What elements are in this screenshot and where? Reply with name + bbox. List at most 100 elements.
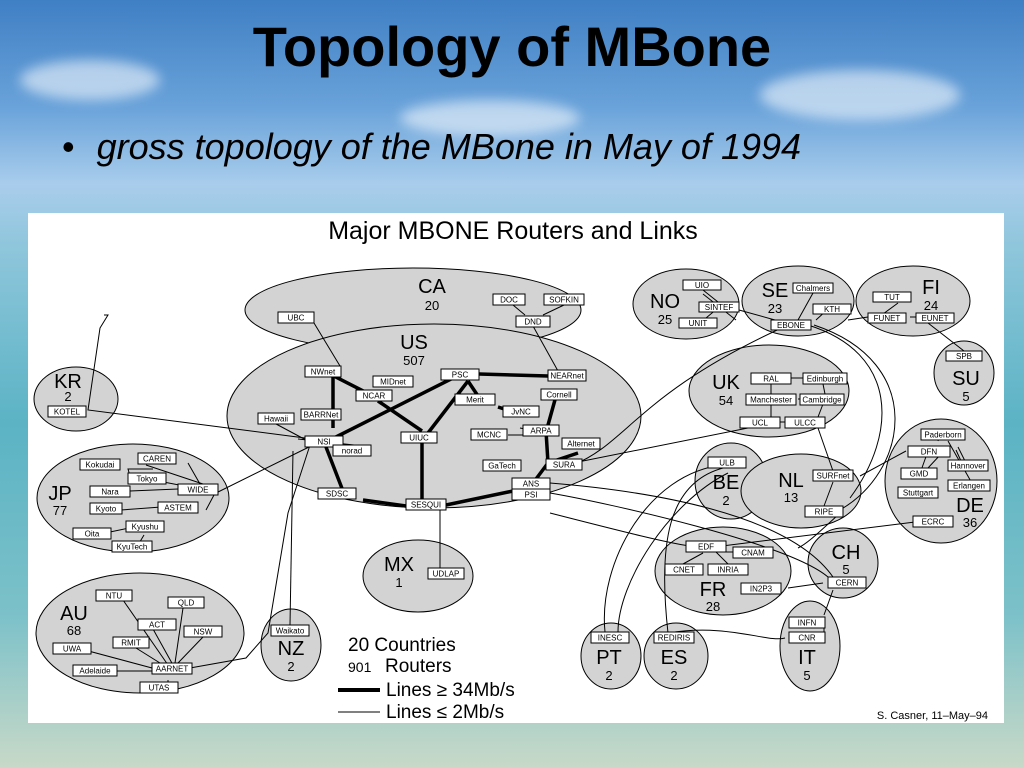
region-count: 13 bbox=[784, 490, 798, 505]
router-label: UIUC bbox=[409, 434, 429, 443]
router-box bbox=[511, 488, 551, 501]
router-label: UDLAP bbox=[433, 570, 460, 579]
router-ucl: UCL bbox=[739, 416, 781, 429]
router-funet: FUNET bbox=[867, 312, 907, 324]
router-box bbox=[561, 437, 601, 450]
router-box bbox=[543, 293, 585, 306]
router-label: TUT bbox=[884, 293, 900, 302]
router-box bbox=[257, 412, 295, 425]
mbone-diagram: Major MBONE Routers and Links CA 20 US 5… bbox=[33, 217, 998, 723]
router-box bbox=[788, 616, 826, 629]
router-label: ASTEM bbox=[164, 504, 192, 513]
router-label: CNAM bbox=[741, 549, 765, 558]
router-midnet: MIDnet bbox=[372, 375, 414, 388]
router-label: INFN bbox=[798, 619, 817, 628]
router-label: Cambridge bbox=[802, 396, 842, 405]
router-label: Chalmers bbox=[796, 284, 830, 293]
router-ripe: RIPE bbox=[804, 505, 844, 518]
router-label: DOC bbox=[500, 296, 518, 305]
region-name: UK bbox=[712, 372, 740, 394]
router-uio: UIO bbox=[682, 279, 722, 291]
router-unit: UNIT bbox=[678, 317, 718, 329]
router-ncar: NCAR bbox=[355, 389, 393, 402]
router-astem: ASTEM bbox=[157, 501, 199, 514]
router-edinburgh: Edinburgh bbox=[802, 372, 848, 385]
router-box bbox=[332, 444, 372, 457]
router-box bbox=[545, 458, 583, 471]
router-nsi: NSI bbox=[304, 435, 344, 448]
router-label: REDIRIS bbox=[658, 634, 690, 643]
router-box bbox=[440, 368, 480, 381]
router-box bbox=[492, 293, 526, 306]
router-ntu: NTU bbox=[95, 589, 133, 602]
region-count: 25 bbox=[658, 312, 672, 327]
region-count: 2 bbox=[287, 659, 294, 674]
region-count: 23 bbox=[768, 301, 782, 316]
router-label: NCAR bbox=[363, 392, 386, 401]
router-label: Tokyo bbox=[137, 475, 158, 484]
router-label: BARRNet bbox=[304, 411, 339, 420]
router-box bbox=[372, 375, 414, 388]
router-box bbox=[685, 540, 727, 553]
router-dnd: DND bbox=[515, 315, 551, 328]
router-kyoto: Kyoto bbox=[89, 502, 123, 515]
router-box bbox=[482, 459, 522, 472]
router-label: CERN bbox=[836, 579, 859, 588]
region-name: CA bbox=[418, 276, 446, 298]
region-count: 2 bbox=[670, 668, 677, 683]
legend-thick-label: Lines ≥ 34Mb/s bbox=[386, 680, 515, 701]
router-sintef: SINTEF bbox=[698, 301, 740, 313]
router-label: Stuttgart bbox=[903, 489, 934, 498]
router-label: norad bbox=[342, 447, 362, 456]
router-box bbox=[540, 388, 578, 401]
router-box bbox=[750, 372, 792, 385]
router-label: RMIT bbox=[121, 639, 141, 648]
router-box bbox=[804, 505, 844, 518]
legend-routers: Routers bbox=[385, 656, 452, 677]
router-label: AARNET bbox=[156, 665, 189, 674]
router-label: QLD bbox=[178, 599, 195, 608]
local-links bbox=[80, 289, 974, 682]
legend-routers-count: 901 bbox=[348, 659, 372, 675]
router-box bbox=[698, 301, 740, 313]
router-kyushu: Kyushu bbox=[125, 520, 165, 533]
router-label: EUNET bbox=[921, 314, 948, 323]
router-doc: DOC bbox=[492, 293, 526, 306]
router-box bbox=[355, 389, 393, 402]
region-name: IT bbox=[798, 647, 816, 669]
router-sura: SURA bbox=[545, 458, 583, 471]
router-arpa: ARPA bbox=[522, 424, 560, 437]
cloud bbox=[20, 60, 160, 100]
router-nearnet: NEARnet bbox=[547, 369, 587, 382]
router-box bbox=[139, 681, 179, 694]
bullet-text: gross topology of the MBone in May of 19… bbox=[96, 126, 802, 167]
router-utas: UTAS bbox=[139, 681, 179, 694]
region-name: JP bbox=[48, 483, 71, 505]
router-oita: Oita bbox=[72, 527, 112, 540]
router-label: GaTech bbox=[488, 462, 516, 471]
router-box bbox=[732, 546, 774, 559]
router-box bbox=[897, 486, 939, 499]
router-box bbox=[317, 487, 357, 500]
router-in2p3: IN2P3 bbox=[740, 582, 782, 595]
router-box bbox=[907, 445, 951, 458]
region-name: FI bbox=[922, 277, 940, 299]
region-name: AU bbox=[60, 603, 88, 625]
router-box bbox=[47, 405, 87, 418]
router-box bbox=[590, 631, 630, 644]
router-kokudai: Kokudai bbox=[79, 458, 121, 471]
bullet-marker: • bbox=[62, 126, 75, 167]
router-box bbox=[95, 589, 133, 602]
region-name: FR bbox=[700, 579, 727, 601]
router-label: Adelaide bbox=[79, 667, 111, 676]
router-label: NTU bbox=[106, 592, 123, 601]
long-links bbox=[549, 324, 916, 640]
router-label: KyuTech bbox=[117, 543, 148, 552]
router-box bbox=[125, 520, 165, 533]
router-box bbox=[157, 501, 199, 514]
router-cnr: CNR bbox=[788, 631, 826, 644]
router-cornell: Cornell bbox=[540, 388, 578, 401]
diagram-credit: S. Casner, 11–May–94 bbox=[877, 710, 988, 722]
router-label: ULCC bbox=[794, 419, 816, 428]
